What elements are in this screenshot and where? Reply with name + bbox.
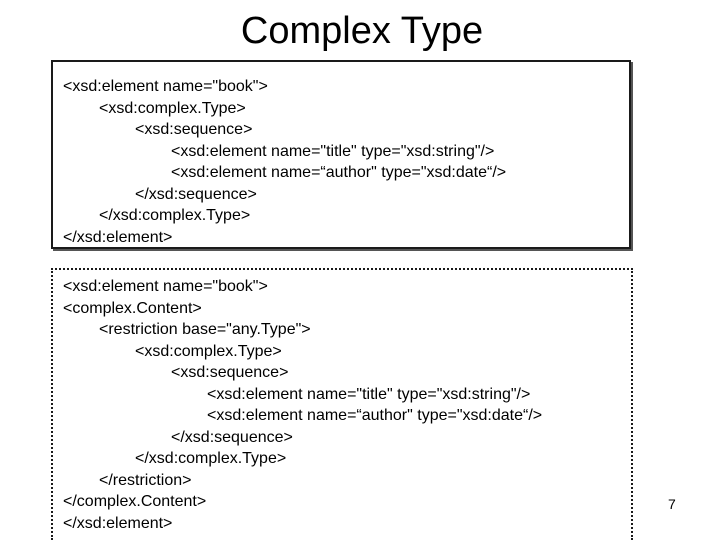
- code-line: <xsd:element name="book">: [63, 78, 268, 95]
- code-line: </xsd:sequence>: [135, 185, 257, 203]
- code-line: <xsd:element name="title" type="xsd:stri…: [171, 142, 495, 160]
- page-number: 7: [668, 496, 676, 512]
- code-line: </complex.Content>: [63, 493, 207, 510]
- code-line: <xsd:element name="title" type="xsd:stri…: [207, 385, 531, 403]
- code-line: <restriction base="any.Type">: [99, 321, 311, 338]
- code-line: </xsd:complex.Type>: [135, 450, 287, 467]
- code-line: <xsd:sequence>: [135, 121, 253, 138]
- code-box-complex-content: <xsd:element name="book"> <complex.Conte…: [51, 268, 633, 540]
- code-line: </xsd:complex.Type>: [99, 207, 251, 224]
- code-line: <complex.Content>: [63, 299, 202, 317]
- code-line: <xsd:element name=“author" type="xsd:dat…: [171, 164, 507, 181]
- slide-title: Complex Type: [240, 10, 484, 52]
- code-line: </xsd:sequence>: [171, 428, 293, 446]
- code-line: <xsd:sequence>: [171, 364, 289, 381]
- code-line: </restriction>: [99, 471, 192, 489]
- code-line: </xsd:element>: [63, 228, 173, 246]
- code-box-complex-type: <xsd:element name="book"> <xsd:complex.T…: [51, 60, 631, 249]
- code-line: </xsd:element>: [63, 514, 173, 532]
- code-line: <xsd:complex.Type>: [99, 99, 246, 117]
- code-listing: <xsd:element name="book"> <complex.Conte…: [63, 276, 542, 534]
- code-line: <xsd:element name="book">: [63, 278, 268, 295]
- code-line: <xsd:complex.Type>: [135, 342, 282, 360]
- code-listing: <xsd:element name="book"> <xsd:complex.T…: [63, 76, 506, 248]
- code-line: <xsd:element name=“author" type="xsd:dat…: [207, 407, 543, 424]
